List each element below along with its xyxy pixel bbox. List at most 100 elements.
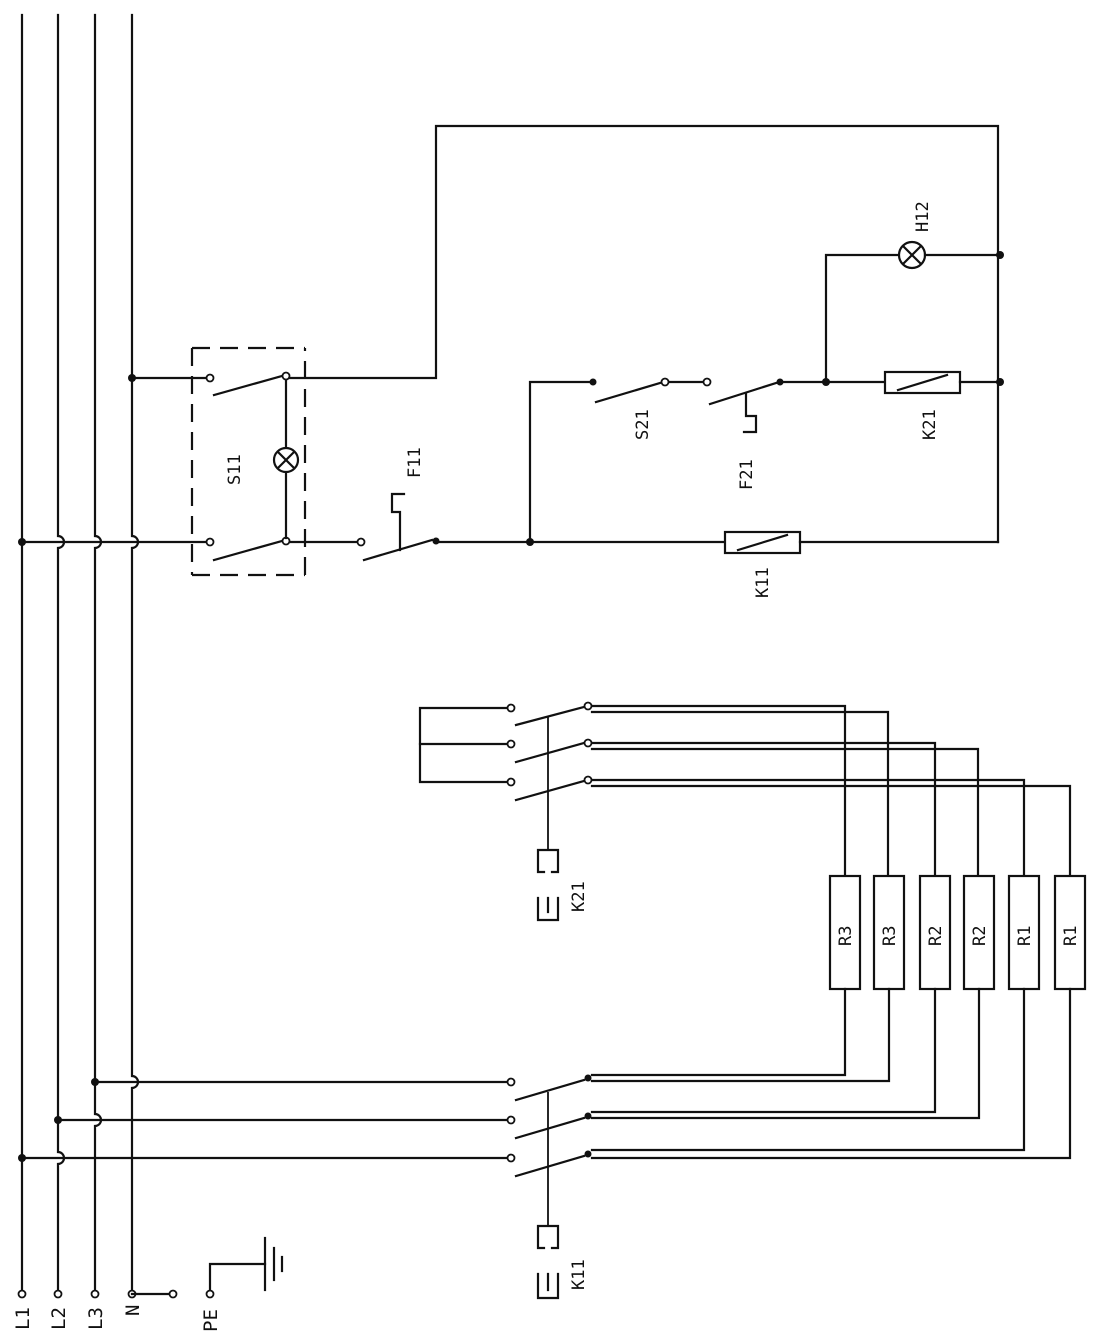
coil-k11: K11 bbox=[723, 530, 802, 598]
label-s11: S11 bbox=[225, 454, 245, 485]
control-circuit: S11 F11 K11 S21 bbox=[20, 124, 1004, 598]
wire-k21-r1a bbox=[590, 778, 1026, 878]
bus-l3-terminal bbox=[90, 1289, 100, 1299]
lamp-h12: H12 bbox=[897, 201, 933, 270]
wire-r2b-k11 bbox=[590, 987, 981, 1120]
bus-l1-terminal bbox=[17, 1289, 27, 1299]
n-return-wire bbox=[288, 124, 1000, 544]
resistor-r3-a-body bbox=[828, 874, 862, 991]
label-r1-b: R1 bbox=[1061, 926, 1081, 946]
k11-pole3-out bbox=[584, 1150, 592, 1158]
label-k21: K21 bbox=[569, 881, 589, 912]
contactor-k21: K21 bbox=[418, 701, 593, 922]
h12-feed-wire bbox=[824, 253, 900, 384]
k11-coil-slash bbox=[736, 533, 789, 552]
k21-pole3-in bbox=[506, 777, 516, 787]
wire-k21-r3a bbox=[590, 704, 847, 878]
bus-l2-line bbox=[56, 13, 66, 1294]
s11-lamp-cross-2 bbox=[276, 450, 296, 470]
f21-terminal-in bbox=[702, 377, 712, 387]
k21-pole2-out bbox=[583, 738, 593, 748]
bus-n-line bbox=[130, 13, 140, 1294]
k21-pole3-blade bbox=[514, 779, 586, 802]
label-r2-a: R2 bbox=[926, 926, 946, 946]
resistor-r1-a-body bbox=[1007, 874, 1041, 991]
f21-terminal-out bbox=[776, 378, 784, 386]
junction-h12-return bbox=[996, 251, 1004, 259]
f11-thermal-symbol bbox=[390, 492, 406, 552]
resistor-r3-a: R3 bbox=[828, 874, 862, 991]
label-f21: F21 bbox=[737, 459, 757, 490]
wire-r1b-k11 bbox=[590, 987, 1072, 1160]
s11-pole-n-terminal-out bbox=[281, 371, 291, 381]
label-r1-a: R1 bbox=[1015, 926, 1035, 946]
k21-actuator-bottom bbox=[536, 896, 560, 922]
resistor-r1-b-body bbox=[1053, 874, 1087, 991]
f11-blade bbox=[362, 538, 434, 562]
resistor-r2-a: R2 bbox=[918, 874, 952, 991]
s11-enclosure bbox=[190, 346, 307, 577]
wire-k21-r1b bbox=[590, 784, 1072, 878]
resistor-r2-b-body bbox=[962, 874, 996, 991]
resistor-r3-b: R3 bbox=[872, 874, 906, 991]
label-pe: PE bbox=[200, 1309, 222, 1332]
label-l3: L3 bbox=[85, 1307, 107, 1330]
h12-cross-2 bbox=[901, 244, 923, 266]
k11-actuator-top bbox=[536, 1224, 560, 1250]
k21-actuator-top bbox=[536, 848, 560, 874]
label-k21-coil: K21 bbox=[920, 409, 940, 440]
protective-earth bbox=[205, 1236, 284, 1299]
label-l1: L1 bbox=[12, 1307, 34, 1330]
k11-actuator-bottom bbox=[536, 1272, 560, 1300]
label-s21: S21 bbox=[633, 409, 653, 440]
s11-pole-n-terminal bbox=[205, 373, 215, 383]
k21-pole3-out bbox=[583, 775, 593, 785]
k11-pole1-out bbox=[584, 1074, 592, 1082]
heating-resistors: R3 R3 R2 R2 R1 R1 bbox=[828, 874, 1087, 991]
supply-busbars bbox=[17, 13, 178, 1299]
k11-pole2-out bbox=[584, 1112, 592, 1120]
resistor-r2-a-body bbox=[918, 874, 952, 991]
label-h12: H12 bbox=[913, 201, 933, 232]
bus-labels: L1 L2 L3 N PE bbox=[12, 1305, 222, 1332]
k21-pole1-in bbox=[506, 703, 516, 713]
label-l2: L2 bbox=[48, 1307, 70, 1330]
n-stub-terminal bbox=[168, 1289, 178, 1299]
fuse-contact-f11: F11 bbox=[288, 447, 440, 562]
label-f11: F11 bbox=[405, 447, 425, 478]
k21-coil-slash bbox=[896, 373, 949, 392]
bus-l3-line bbox=[93, 13, 103, 1294]
k21-output-wires bbox=[590, 704, 1072, 878]
bus-l2-terminal bbox=[53, 1289, 63, 1299]
k21-pole2-blade bbox=[514, 741, 586, 764]
s21-blade bbox=[594, 381, 662, 404]
wire-r3b-k11 bbox=[590, 987, 891, 1083]
resistor-r2-b: R2 bbox=[962, 874, 996, 991]
s11-pole-n-blade bbox=[212, 374, 284, 397]
label-k11: K11 bbox=[569, 1259, 589, 1290]
wire-k21-r3b bbox=[590, 710, 890, 878]
wire-k21-r2a bbox=[590, 741, 937, 878]
f21-blade bbox=[708, 381, 778, 406]
wire-r2a-k11 bbox=[590, 987, 937, 1114]
k11-pole1-in bbox=[506, 1077, 516, 1087]
wire-r1a-k11 bbox=[590, 987, 1026, 1152]
k21-pole2-in bbox=[506, 739, 516, 749]
main-switch-s11: S11 bbox=[20, 346, 307, 577]
k11-output-wires bbox=[590, 987, 1072, 1160]
k11-pole2-in bbox=[506, 1115, 516, 1125]
label-r3-b: R3 bbox=[880, 926, 900, 946]
k21-branch-wire bbox=[528, 380, 592, 544]
k21-pole1-out bbox=[583, 701, 593, 711]
k11-pole3-in bbox=[506, 1153, 516, 1163]
s21-terminal-out bbox=[660, 377, 670, 387]
pe-wire bbox=[208, 1262, 267, 1292]
wire-k21-r2b bbox=[590, 747, 980, 878]
label-r3-a: R3 bbox=[836, 926, 856, 946]
switch-s21: S21 bbox=[589, 377, 670, 440]
k11-pole2-blade bbox=[514, 1116, 586, 1140]
f11-terminal-in bbox=[356, 537, 366, 547]
thermal-f21: F21 bbox=[702, 377, 784, 490]
label-k11-coil: K11 bbox=[753, 567, 773, 598]
